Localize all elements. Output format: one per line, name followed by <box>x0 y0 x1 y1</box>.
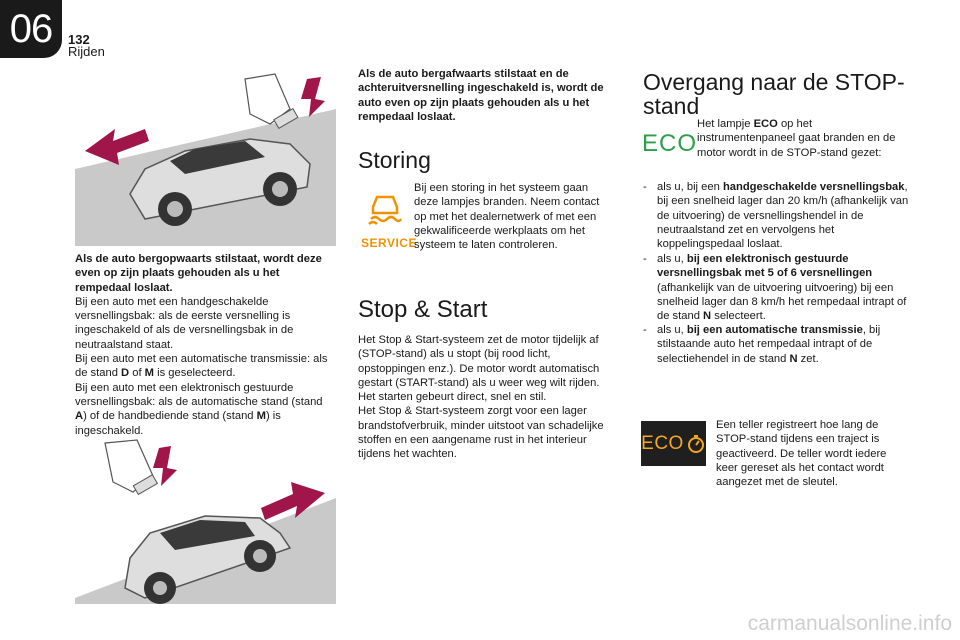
uphill-electronic-text: Bij een auto met een elektronisch gestuu… <box>75 381 323 437</box>
eco-intro-text: Het lampje ECO op het instrumentenpaneel… <box>697 118 896 159</box>
eco-counter-icon: ECO <box>641 421 706 466</box>
storing-title: Storing <box>358 147 431 173</box>
direction-arrow-icon <box>85 129 149 165</box>
counter-text: Een teller registreert hoe lang de STOP-… <box>716 419 887 489</box>
stopstart-paragraph-1: Het Stop & Start-systeem zet de motor ti… <box>358 334 600 404</box>
esp-warning-icon <box>362 188 408 228</box>
watermark: carmanualsonline.info <box>747 612 952 635</box>
stopstart-text-block: Het Stop & Start-systeem zet de motor ti… <box>358 333 612 462</box>
car-uphill-icon <box>129 138 311 226</box>
foot-pedal-icon <box>244 73 325 130</box>
stopstart-title: Stop & Start <box>358 296 488 323</box>
uphill-heading: Als de auto bergopwaarts stilstaat, word… <box>75 253 322 294</box>
eco-icon: ECO <box>642 130 698 157</box>
list-item: - als u, bij een handgeschakelde versnel… <box>643 181 909 251</box>
foot-pedal-icon <box>104 439 177 496</box>
uphill-manual-text: Bij een auto met een handgeschakelde ver… <box>75 295 294 351</box>
downhill-car-illustration <box>75 438 336 604</box>
stop-mode-title-line-1: Overgang naar de STOP- <box>643 69 905 95</box>
chapter-tab: 06 <box>0 0 62 58</box>
section-name: Rijden <box>68 44 105 59</box>
uphill-car-illustration <box>75 69 336 246</box>
list-item: - als u, bij een automatische transmissi… <box>643 324 881 365</box>
car-downhill-icon <box>124 515 292 604</box>
page-number: 132 <box>68 32 90 47</box>
storing-text: Bij een storing in het systeem gaan deze… <box>414 182 600 252</box>
direction-arrow-icon <box>261 482 325 520</box>
stop-mode-title: Overgang naar de STOP- stand <box>643 70 905 118</box>
service-icon: SERVICE <box>361 236 417 250</box>
downhill-heading: Als de auto bergafwaarts stilstaat en de… <box>358 68 604 123</box>
stopstart-paragraph-2: Het Stop & Start-systeem zorgt voor een … <box>358 405 604 461</box>
uphill-auto-text: Bij een auto met een automatische transm… <box>75 353 328 380</box>
uphill-text-block: Als de auto bergopwaarts stilstaat, word… <box>75 252 337 438</box>
list-item: - als u, bij een elektronisch gestuurde … <box>643 253 907 323</box>
stop-mode-title-line-2: stand <box>643 93 700 119</box>
